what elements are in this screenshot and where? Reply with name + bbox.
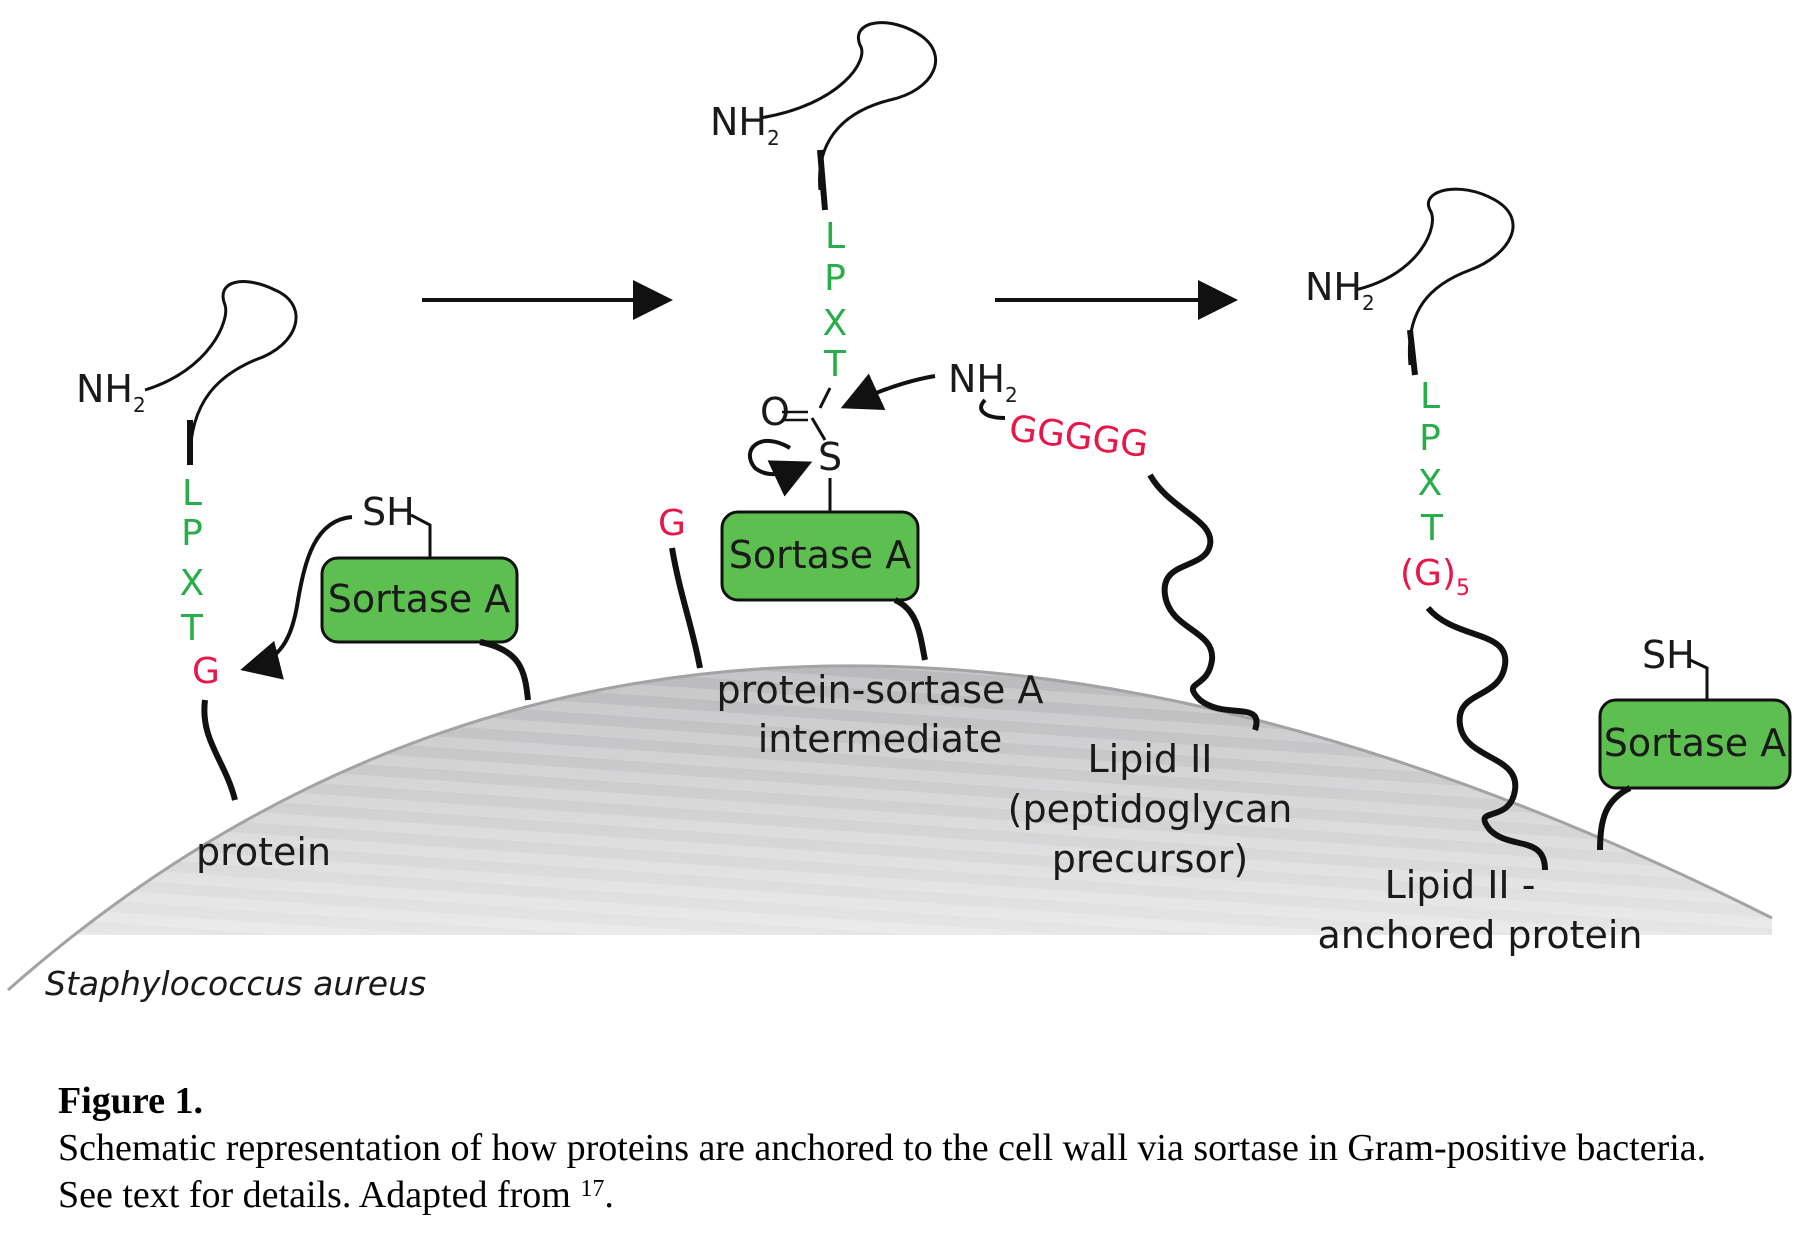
step2-motif-l: L xyxy=(825,216,845,257)
step2-motif-t: T xyxy=(823,344,847,385)
step2-thioester-s: S xyxy=(818,435,842,479)
caption-body: Schematic representation of how proteins… xyxy=(58,1125,1758,1219)
sortase-mechanism-diagram: NH2 L P X T G protein SH Sortase A NH2 L… xyxy=(0,21,1806,1040)
step1-nh2: NH2 xyxy=(76,367,146,417)
step2-sortase-box xyxy=(720,510,920,602)
step3-sortase: SH Sortase A xyxy=(1597,633,1792,851)
step3-protein-loop xyxy=(1354,187,1515,366)
step2-motif-p: P xyxy=(824,258,846,299)
caption-reference[interactable]: 17 xyxy=(580,1176,605,1202)
step2-sortase-label: Sortase A xyxy=(729,533,911,577)
step3-sortase-box xyxy=(1598,698,1792,790)
lipid-nh2: NH2 xyxy=(948,357,1018,407)
organism-label: Staphylococcus aureus xyxy=(45,964,426,1003)
step3-motif-x: X xyxy=(1418,463,1443,504)
caption-text: Schematic representation of how proteins… xyxy=(58,1127,1707,1216)
step3-nh2: NH2 xyxy=(1305,265,1375,315)
step1-motif-x: X xyxy=(180,563,205,604)
step2-released-glycine: G xyxy=(658,503,686,544)
step2-motif-x: X xyxy=(823,303,848,344)
step3-sortase-label: Sortase A xyxy=(1604,721,1786,765)
step2-lipid-ii: NH2 GGGGG Lipid II (peptidoglycan precur… xyxy=(948,357,1292,881)
step2-nh2: NH2 xyxy=(710,100,780,150)
step3-label-1: Lipid II - xyxy=(1385,863,1536,907)
lipid-pentaglycine: GGGGG xyxy=(1007,408,1150,466)
step1-attack-arrow xyxy=(240,515,353,680)
step2-loop-arrow xyxy=(748,438,813,497)
step3-motif-t: T xyxy=(1420,508,1444,549)
step1-sortase-label: Sortase A xyxy=(328,577,510,621)
step2-intermediate-label-2: intermediate xyxy=(758,717,1003,761)
step3-anchored-protein: NH2 L P X T (G)5 Lipid II - anchored pro… xyxy=(1305,187,1643,957)
step1-protein-label: protein xyxy=(196,830,331,874)
step3-lipid-tail xyxy=(1425,605,1548,871)
step3-motif-p: P xyxy=(1419,418,1441,459)
step2-protein-loop xyxy=(759,21,938,191)
caption-title: Figure 1. xyxy=(58,1080,203,1122)
lipid-label-1: Lipid II xyxy=(1087,737,1212,781)
step1-protein: NH2 L P X T G protein xyxy=(76,280,331,874)
step3-pentaglycine: (G)5 xyxy=(1400,553,1470,601)
step1-motif-t: T xyxy=(180,608,204,649)
step1-motif-p: P xyxy=(181,513,203,554)
lipid-label-3: precursor) xyxy=(1052,837,1248,881)
step1-motif-l: L xyxy=(182,473,202,514)
cell-membrane xyxy=(0,664,1806,1040)
step3-label-2: anchored protein xyxy=(1317,913,1642,957)
step2-nucleophile-arrow xyxy=(840,373,936,410)
step1-sh: SH xyxy=(362,490,415,534)
step3-motif-l: L xyxy=(1420,376,1440,417)
step2-intermediate: NH2 L P X T O S Sortase A G protein-sort… xyxy=(658,21,1044,761)
step2-intermediate-label-1: protein-sortase A xyxy=(717,668,1044,712)
step1-sortase: SH Sortase A xyxy=(240,490,531,701)
lipid-tail xyxy=(1147,473,1260,731)
step1-protein-loop xyxy=(144,280,298,461)
step1-sortase-box xyxy=(320,556,519,644)
figure-caption: Figure 1. Schematic representation of ho… xyxy=(58,1078,1758,1219)
lipid-label-2: (peptidoglycan xyxy=(1008,787,1293,831)
step3-sh: SH xyxy=(1642,633,1695,677)
caption-end: . xyxy=(604,1174,614,1216)
step1-glycine: G xyxy=(192,651,220,692)
